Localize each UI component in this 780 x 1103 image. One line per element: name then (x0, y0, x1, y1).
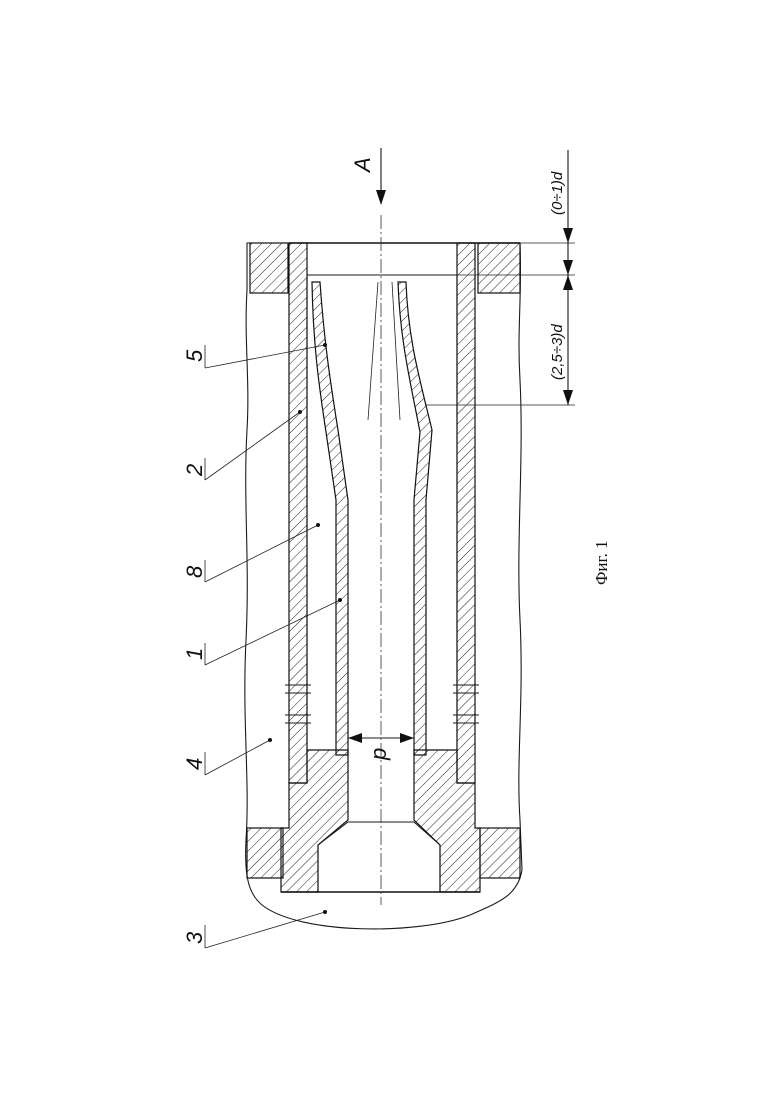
socket-outline (318, 822, 440, 892)
top-flange-left (250, 243, 288, 293)
callout-8: 8 (182, 565, 207, 578)
housing-outline (245, 243, 522, 929)
callout-3: 3 (182, 931, 207, 944)
bolt-holes (285, 685, 479, 723)
bottom-flange-left (247, 828, 283, 878)
top-flange-right (478, 243, 520, 293)
nozzle-wall-right (398, 282, 432, 755)
callout-2: 2 (182, 464, 207, 477)
view-marker-label: A (350, 157, 375, 174)
outer-tube-wall-left (289, 243, 307, 783)
outer-tube-wall-right (457, 243, 475, 783)
view-arrow (376, 148, 386, 205)
dimension-lower-label: (2,5÷3)d (549, 324, 566, 380)
pitch-label: p (366, 748, 391, 761)
dimension-upper-label: (0÷1)d (549, 171, 566, 215)
taper-line-left (368, 282, 378, 420)
figure-caption: Фиг. 1 (592, 540, 611, 585)
callout-5: 5 (182, 349, 207, 362)
nozzle-wall-left (312, 282, 348, 755)
callout-4: 4 (182, 758, 207, 770)
callout-1: 1 (182, 648, 207, 660)
bottom-flange-right (480, 828, 520, 878)
